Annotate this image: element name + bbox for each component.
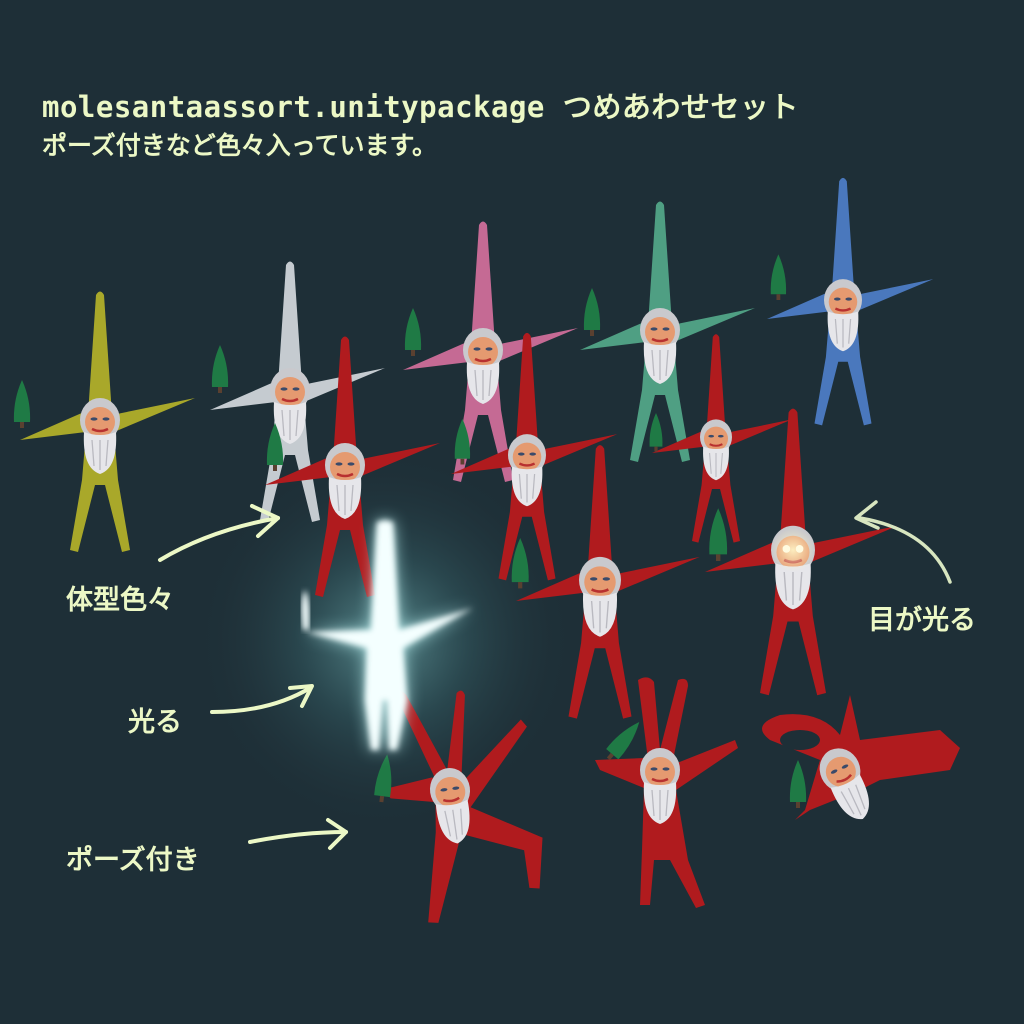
label-eyes-glow: 目が光る bbox=[868, 605, 976, 636]
yellow-santa bbox=[13, 291, 195, 552]
posed-santa-2 bbox=[595, 677, 738, 908]
package-filename: molesantaassort.unitypackage bbox=[42, 90, 545, 124]
arrow-glowing-icon bbox=[210, 686, 312, 714]
tree-icon bbox=[13, 380, 31, 428]
tree-icon bbox=[770, 254, 787, 300]
tree-icon bbox=[404, 308, 422, 356]
tree-icon bbox=[709, 508, 728, 561]
posed-santa-lying bbox=[762, 695, 960, 829]
tree-icon bbox=[602, 716, 646, 764]
page-title: molesantaassort.unitypackage つめあわせセット bbox=[42, 84, 799, 126]
tree-icon bbox=[789, 760, 807, 808]
tree-icon bbox=[211, 345, 229, 393]
mint-santa bbox=[580, 201, 755, 462]
blue-santa bbox=[767, 177, 934, 426]
tree-icon bbox=[583, 288, 601, 336]
title-assortment: つめあわせセット bbox=[562, 90, 799, 124]
arrow-body-types-icon bbox=[158, 516, 280, 562]
glowing-tree-icon bbox=[301, 590, 310, 630]
posed-santa-1 bbox=[373, 690, 543, 923]
glowing-eye-icon bbox=[795, 545, 804, 553]
tree-icon bbox=[649, 413, 663, 452]
label-with-poses: ポーズ付き bbox=[66, 845, 200, 876]
glowing-santa bbox=[301, 520, 473, 750]
glowing-eye-icon bbox=[782, 545, 791, 553]
label-glowing: 光る bbox=[128, 707, 182, 738]
arrow-poses-icon bbox=[248, 830, 348, 844]
label-body-types: 体型色々 bbox=[66, 585, 174, 616]
page-subtitle: ポーズ付きなど色々入っています。 bbox=[42, 131, 438, 160]
arrow-eyes-icon bbox=[858, 516, 952, 584]
red-santa-glowing-eyes bbox=[705, 408, 898, 696]
pink-santa bbox=[403, 221, 578, 482]
